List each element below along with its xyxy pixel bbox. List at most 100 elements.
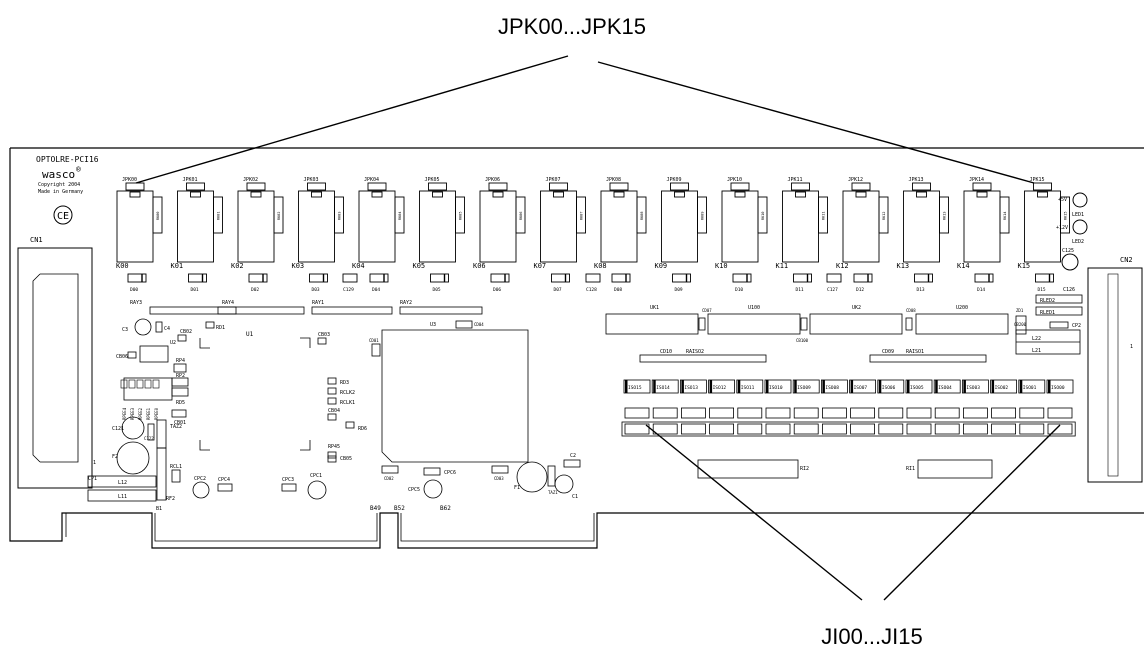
cn2-pin-row — [1107, 273, 1119, 477]
cpc4-label: CPC4 — [218, 477, 230, 483]
ji-jumper — [822, 423, 847, 435]
isolator-pin1-mark — [681, 380, 684, 393]
relay-label: K12 — [836, 262, 849, 270]
rclk2-resistor — [327, 387, 337, 395]
c1-capacitor — [554, 474, 574, 494]
diode-label: D11 — [796, 287, 804, 293]
relay-side-resistor — [576, 196, 586, 234]
isolator-resistor — [1019, 407, 1045, 419]
diode-label: D15 — [1038, 287, 1046, 293]
isolator-label: ISO00 — [1051, 385, 1065, 391]
diode — [490, 273, 510, 283]
isolator-resistor — [906, 407, 932, 419]
l11-choke — [87, 489, 157, 502]
taz2-label: TAZ2 — [170, 424, 182, 430]
rpee-label: RPEE2 — [138, 407, 143, 420]
relay-label: K11 — [776, 262, 789, 270]
callout-jumpers-label: JPK00...JPK15 — [498, 14, 646, 39]
relay-notch — [855, 191, 867, 198]
jumper — [428, 182, 447, 191]
diode — [127, 273, 147, 283]
jumper — [125, 182, 145, 191]
rd3-resistor — [327, 377, 337, 385]
cpc1-capacitor — [307, 480, 327, 500]
cpc3-label: CPC3 — [282, 477, 294, 483]
rled2-label: RLED2 — [1040, 298, 1055, 304]
relay-notch — [916, 191, 927, 198]
cp2-cap — [1049, 321, 1069, 329]
relay-side-label: RK13 — [943, 212, 947, 220]
relay-notch — [129, 191, 141, 198]
diode-label: D02 — [251, 287, 259, 293]
b62-label: B62 — [440, 505, 451, 512]
isolator — [933, 379, 961, 394]
ji-jumper — [737, 423, 763, 435]
relay-notch — [734, 191, 746, 198]
uk1-label: UK1 — [650, 305, 659, 311]
jumper-label: JPK00 — [122, 177, 137, 183]
relay-body — [600, 190, 638, 263]
u3-fpga — [381, 329, 529, 463]
diode — [309, 273, 328, 283]
diode-label: D04 — [372, 287, 380, 293]
raiso2-network — [639, 354, 767, 363]
rled1-label: RLED1 — [1040, 310, 1055, 316]
relay-label: K10 — [715, 262, 728, 270]
isolator — [962, 379, 989, 394]
u100-ic — [707, 313, 801, 335]
cd04-cap — [455, 320, 473, 329]
isolator — [792, 379, 820, 394]
relay-label: K07 — [534, 262, 547, 270]
rpee-cell — [120, 379, 128, 389]
raiso2-label: RAISO2 — [686, 349, 704, 355]
isolator-resistor — [963, 407, 988, 419]
rpee-label: RPEE4 — [122, 407, 127, 420]
relay-side-label: RK05 — [459, 212, 463, 220]
relay-label: K04 — [352, 262, 365, 270]
rd1-resistor — [205, 321, 215, 329]
u3-label: U3 — [430, 322, 436, 328]
ji-jumper — [963, 423, 988, 435]
isolator-pin1-mark — [850, 380, 854, 393]
jumper-label: JPK08 — [606, 177, 621, 183]
plus12-label: +12V — [1056, 225, 1068, 231]
relay-side-label: RK02 — [277, 212, 281, 220]
relay-body — [540, 190, 577, 263]
isolator-pin1-mark — [1019, 380, 1023, 393]
pci-edge-connector — [65, 513, 595, 542]
relay-label: K15 — [1018, 262, 1031, 270]
c121-label: C121 — [112, 426, 124, 432]
rp45-part — [327, 451, 337, 459]
diode-label: D03 — [312, 287, 320, 293]
relay-side-resistor — [999, 196, 1010, 234]
rcl1-resistor — [171, 469, 181, 483]
cb100-label: CB100 — [796, 338, 809, 343]
relay-label: K09 — [655, 262, 668, 270]
callout-leader-lines — [135, 55, 1061, 601]
c3-capacitor — [134, 318, 152, 336]
rd6-resistor — [345, 421, 355, 429]
led2-label: LED2 — [1072, 239, 1084, 245]
isolator-resistor — [737, 407, 763, 419]
isolator-pin1-mark — [794, 380, 797, 393]
diode-label: D06 — [493, 287, 501, 293]
relay-notch — [250, 191, 262, 198]
jumper — [670, 182, 689, 191]
diode — [793, 273, 812, 283]
cd02-cap — [381, 465, 399, 474]
jumper-label: JPK11 — [788, 177, 803, 183]
relay-side-label: RK08 — [640, 212, 644, 220]
led1-icon — [1072, 192, 1088, 208]
l11-label: L11 — [118, 494, 127, 500]
raiso1-label: RAISO1 — [906, 349, 924, 355]
taz2-diode — [156, 419, 167, 449]
isolator — [680, 379, 707, 394]
jumper-label: JPK12 — [848, 177, 863, 183]
isolator-resistor — [934, 407, 960, 419]
ji-jumper — [793, 423, 819, 435]
rp45-label: RP45 — [328, 444, 340, 450]
isolator-label: ISO06 — [882, 385, 896, 391]
c3-label: C3 — [122, 327, 128, 333]
